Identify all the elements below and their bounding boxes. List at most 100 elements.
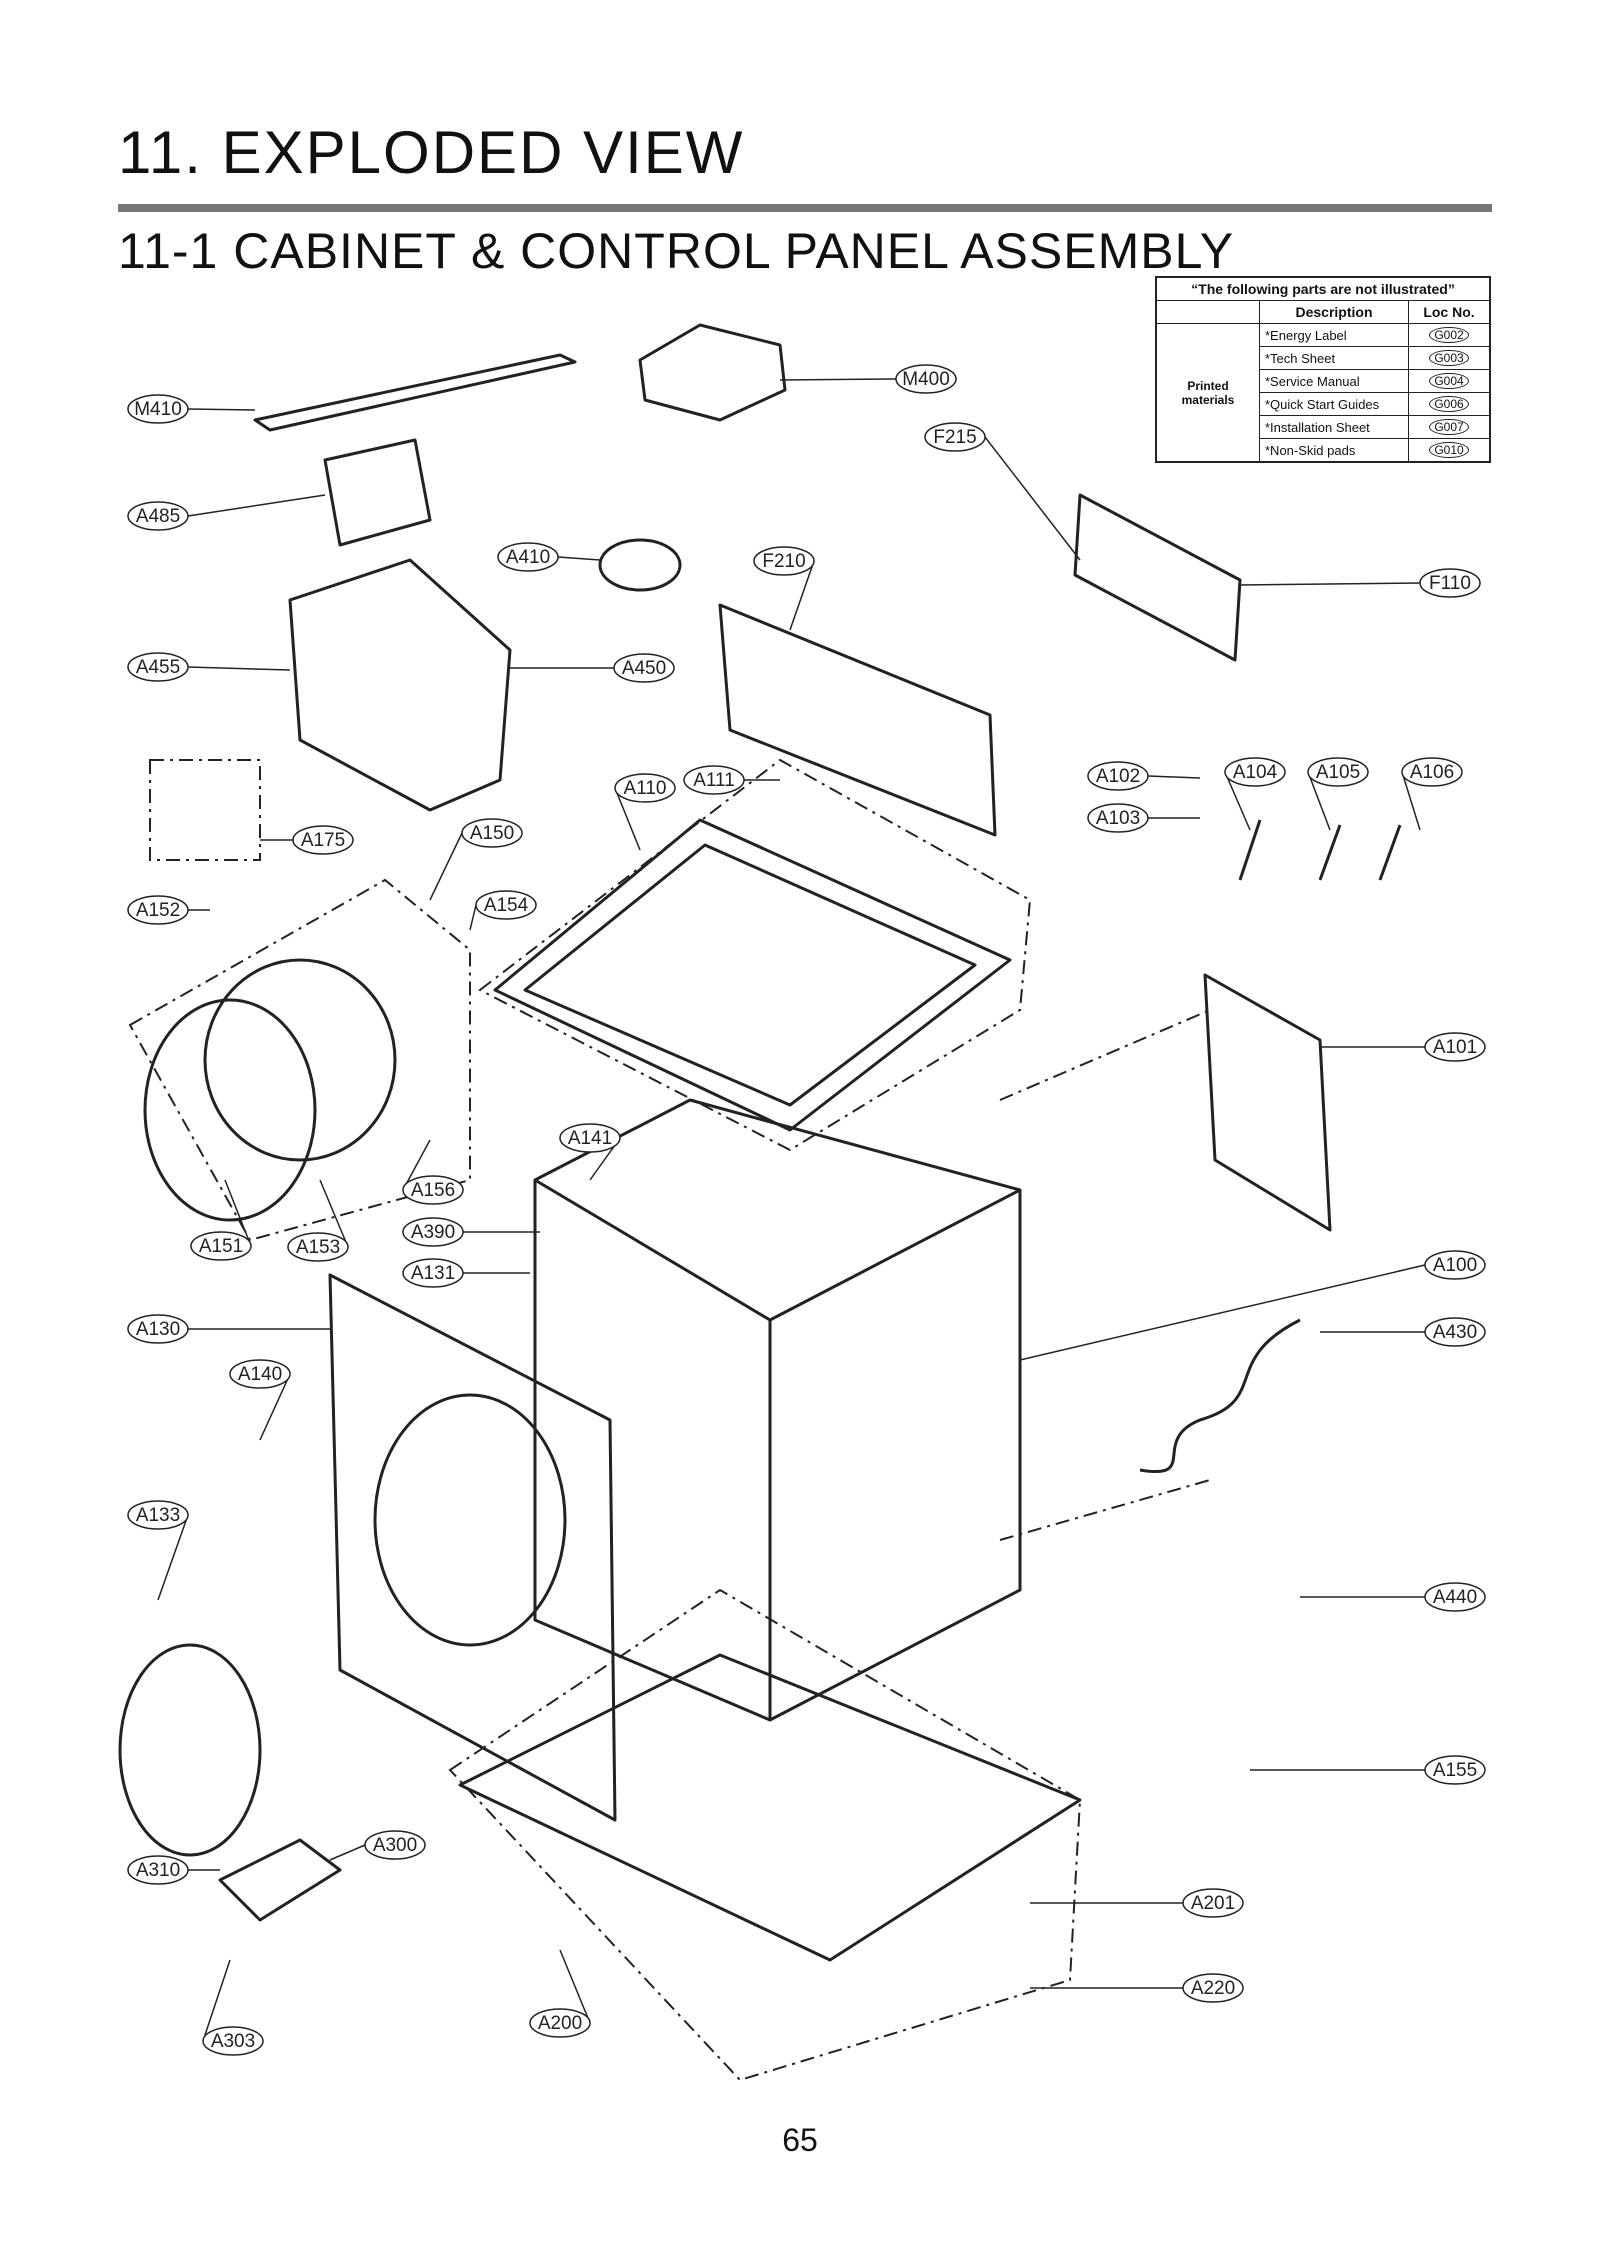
callout-bubble <box>1424 1317 1486 1347</box>
callout-a152: A152 <box>127 895 210 925</box>
callout-text: F215 <box>933 427 976 448</box>
absorber-part <box>1378 824 1402 881</box>
callout-text: A220 <box>1191 1978 1235 1999</box>
callout-text: A130 <box>136 1319 180 1340</box>
callout-f215: F215 <box>924 422 1081 561</box>
callout-a175: A175 <box>260 825 354 855</box>
page-title: 11. EXPLODED VIEW <box>118 119 745 186</box>
filter-cover-part <box>218 1838 342 1922</box>
callout-text: A175 <box>301 830 345 851</box>
callout-bubble <box>287 1232 349 1262</box>
module-m400-part <box>638 323 787 422</box>
callout-text: A450 <box>622 658 666 679</box>
front-panel-part <box>328 1273 617 1822</box>
absorber-part <box>1318 824 1342 881</box>
callout-a450: A450 <box>510 653 675 683</box>
callout-text: A101 <box>1433 1037 1477 1058</box>
callout-bubble <box>1182 1973 1244 2003</box>
callout-a300: A300 <box>329 1830 426 1861</box>
callout-a220: A220 <box>1030 1973 1244 2003</box>
callout-bubble <box>1307 757 1369 787</box>
callout-a110: A110 <box>614 773 676 851</box>
callout-text: A300 <box>373 1835 417 1856</box>
callout-a310: A310 <box>127 1855 220 1885</box>
callout-a103: A103 <box>1087 803 1200 833</box>
callout-bubble <box>127 501 189 531</box>
callout-a410: A410 <box>497 542 601 572</box>
callout-a150: A150 <box>429 818 523 901</box>
callout-bubble <box>127 1500 189 1530</box>
callout-bubble <box>613 653 675 683</box>
callout-text: A303 <box>211 2031 255 2052</box>
callout-bubble <box>559 1123 621 1153</box>
top-plate-part <box>493 818 1012 1132</box>
callout-bubble <box>1087 761 1149 791</box>
callout-bubble <box>202 2026 264 2056</box>
row-desc: *Non-Skid pads <box>1259 438 1409 463</box>
callout-bubble <box>127 895 189 925</box>
callout-m400: M400 <box>779 364 957 394</box>
callout-text: A104 <box>1233 762 1278 783</box>
callout-text: A440 <box>1433 1587 1477 1608</box>
callout-text: A455 <box>136 657 180 678</box>
callout-bubble <box>402 1217 464 1247</box>
callout-bubble <box>292 825 354 855</box>
callout-bubble <box>1401 757 1463 787</box>
leader-line <box>614 787 641 851</box>
col-description-header: Description <box>1259 300 1409 324</box>
callout-a105: A105 <box>1307 757 1369 831</box>
callout-text: A201 <box>1191 1893 1235 1914</box>
callout-text: A111 <box>693 770 735 791</box>
table-heading: “The following parts are not illustrated… <box>1155 276 1491 301</box>
callout-text: A110 <box>624 778 667 799</box>
a485-part <box>323 438 432 547</box>
callout-text: A151 <box>199 1236 243 1257</box>
callout-a140: A140 <box>229 1359 291 1441</box>
callout-bubble <box>229 1359 291 1389</box>
callout-bubble <box>461 818 523 848</box>
leader-line <box>984 436 1081 561</box>
callout-bubble <box>1182 1888 1244 1918</box>
callout-a130: A130 <box>127 1314 330 1344</box>
cabinet-edge <box>769 1188 1021 1322</box>
callout-bubble <box>1424 1582 1486 1612</box>
control-panel-part <box>718 603 997 837</box>
callout-text: A390 <box>411 1222 455 1243</box>
dash-guides <box>128 758 1211 2082</box>
callout-text: A153 <box>296 1237 340 1258</box>
callout-bubble <box>497 542 559 572</box>
cabinet-body-part <box>533 1098 1022 1722</box>
callout-f110: F110 <box>1239 568 1481 598</box>
callout-text: A105 <box>1316 762 1360 783</box>
callout-bubble <box>127 394 189 424</box>
leader-line <box>1147 775 1201 779</box>
callout-text: A150 <box>470 823 514 844</box>
row-loc: G007 <box>1429 419 1469 435</box>
row-desc: *Service Manual <box>1259 369 1409 393</box>
callout-text: A152 <box>136 900 180 921</box>
page-subtitle: 11-1 CABINET & CONTROL PANEL ASSEMBLY <box>118 223 1235 279</box>
callout-a201: A201 <box>1030 1888 1244 1918</box>
back-cover-part <box>1203 973 1332 1232</box>
row-loc: G002 <box>1429 327 1469 343</box>
callout-bubble <box>1424 1032 1486 1062</box>
callout-a153: A153 <box>287 1179 349 1262</box>
callout-m410: M410 <box>127 394 256 424</box>
callout-a200: A200 <box>529 1949 591 2038</box>
callout-bubble <box>753 546 815 576</box>
callout-a154: A154 <box>469 890 537 931</box>
callout-bubble <box>190 1231 252 1261</box>
callout-bubble <box>1424 1250 1486 1280</box>
callout-bubble <box>924 422 986 452</box>
callout-text: A100 <box>1433 1255 1477 1276</box>
callout-a151: A151 <box>190 1179 252 1261</box>
callout-text: A141 <box>568 1128 612 1149</box>
callout-text: A133 <box>136 1505 180 1526</box>
callout-text: M410 <box>134 399 182 420</box>
callout-bubble <box>402 1175 464 1205</box>
row-loc: G010 <box>1429 442 1469 458</box>
leader-line <box>1239 582 1421 586</box>
leader-line <box>259 1373 291 1441</box>
